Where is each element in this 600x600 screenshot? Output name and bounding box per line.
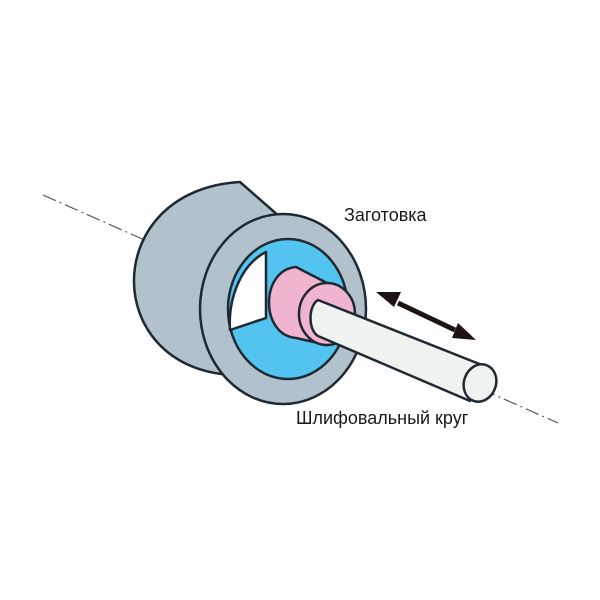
workpiece-label: Заготовка <box>344 205 428 225</box>
movement-arrowhead-left <box>376 292 401 307</box>
shaft-body <box>309 298 489 403</box>
bore-opening <box>228 250 268 332</box>
movement-arrowhead-right <box>452 323 476 340</box>
shaft-end-face <box>462 363 498 403</box>
movement-arrow-shaft <box>396 300 457 333</box>
spindle-shaft <box>309 298 498 403</box>
grinding-wheel-label: Шлифовальный круг <box>296 408 469 428</box>
movement-arrow <box>376 292 476 340</box>
